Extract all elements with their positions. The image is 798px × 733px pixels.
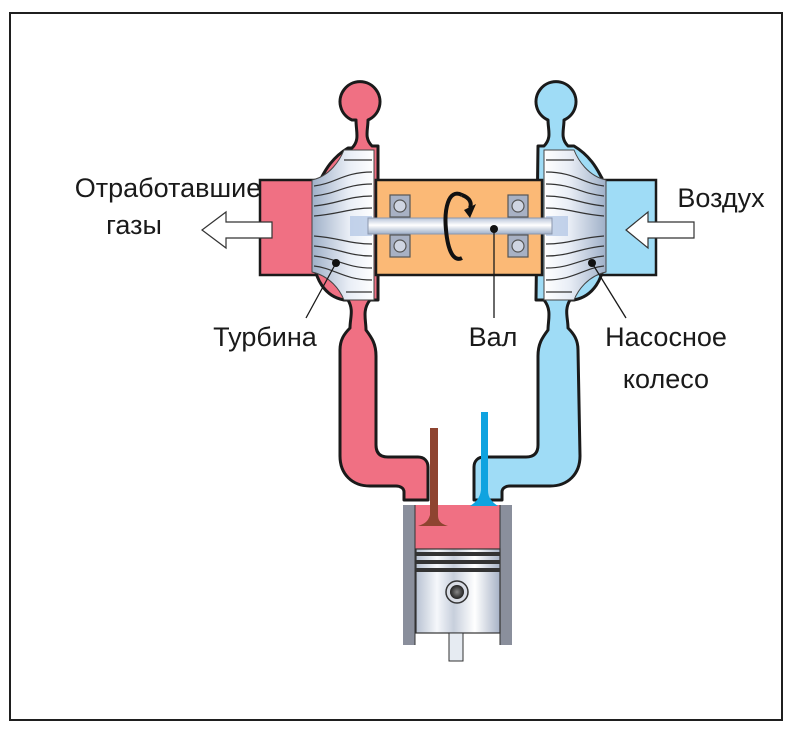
diagram-frame xyxy=(9,12,783,721)
intake-valve xyxy=(470,412,498,506)
rotation-arrow-icon xyxy=(443,191,476,261)
label-shaft: Вал xyxy=(469,322,518,352)
turbine-leader xyxy=(305,262,337,319)
piston xyxy=(415,548,501,662)
label-compressor-line1: Насосное xyxy=(605,322,727,352)
bearing-right-bottom xyxy=(507,234,529,258)
exhaust-valve xyxy=(418,428,448,526)
label-exhaust-line2: газы xyxy=(106,210,162,240)
bearing-left-top xyxy=(389,194,411,218)
label-compressor-line2: колесо xyxy=(623,364,709,394)
label-exhaust-line1: Отработавшие xyxy=(75,173,261,203)
bearing-left-bottom xyxy=(389,234,411,258)
bearings xyxy=(389,194,529,258)
exhaust-arrow-icon xyxy=(201,210,273,250)
cylinder xyxy=(403,505,512,645)
label-air: Воздух xyxy=(677,183,765,213)
compressor-leader xyxy=(591,262,627,319)
bearing-right-top xyxy=(507,194,529,218)
label-turbine: Турбина xyxy=(213,322,318,352)
shaft xyxy=(367,217,553,235)
turbine-wheel xyxy=(311,149,375,301)
air-arrow-icon xyxy=(625,210,695,250)
